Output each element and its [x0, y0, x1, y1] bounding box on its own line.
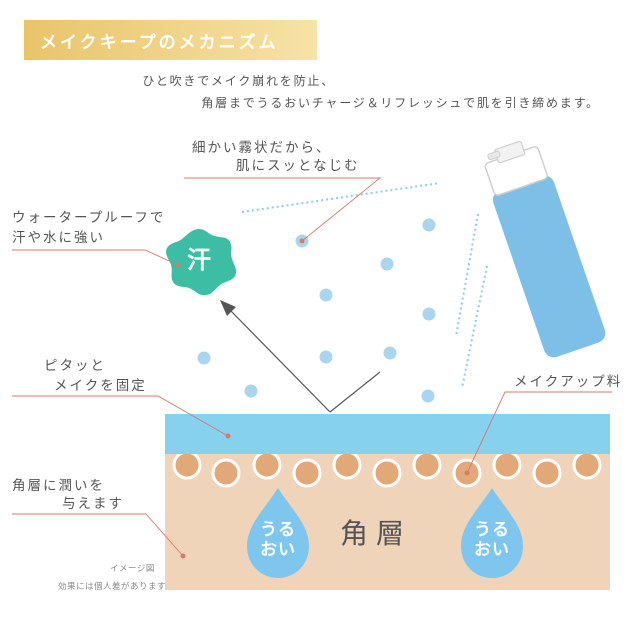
- mist-dot: [383, 346, 397, 360]
- callout-waterproof-line-1: ウォータープルーフで: [12, 210, 166, 226]
- leader-line-moisture: [12, 513, 184, 557]
- makeup-particle: [292, 458, 322, 488]
- spray-line: [241, 182, 441, 213]
- mist-dot: [422, 307, 436, 321]
- page-title: メイクキープのメカニズム: [40, 32, 279, 53]
- drop-label-right-line-1: うる: [474, 520, 510, 540]
- drop-label-left: うる おい: [248, 520, 308, 560]
- nozzle-tip: [487, 150, 501, 161]
- skin-layer-label: 角層: [340, 517, 413, 550]
- leader-line-waterproof: [12, 249, 179, 266]
- makeup-particle: [492, 450, 522, 480]
- moisture-drop-left: [247, 488, 309, 578]
- makeup-particle: [252, 450, 282, 480]
- callout-mist-line-1: 細かい霧状だから、: [192, 140, 332, 156]
- leader-line-fix: [12, 395, 229, 437]
- leader-dot: [299, 238, 305, 244]
- callout-makeup: メイクアップ料: [514, 374, 623, 390]
- callout-mist-line-2: 肌にスッとなじむ: [236, 158, 360, 174]
- makeup-particle: [332, 450, 362, 480]
- note-individual-results: 効果には個人差があります: [58, 582, 167, 592]
- moisture-drops: [247, 488, 523, 578]
- mist-dot: [422, 218, 436, 232]
- callout-moisture-line-2: 与えます: [62, 496, 124, 512]
- mist-dots: [197, 218, 436, 403]
- mist-dot: [380, 257, 394, 271]
- mist-dot: [197, 351, 211, 365]
- drop-label-left-line-1: うる: [260, 520, 296, 540]
- mist-dot: [244, 384, 258, 398]
- spray-line: [455, 213, 479, 337]
- makeup-particle: [412, 450, 442, 480]
- note-image-only: イメージ図: [110, 564, 155, 574]
- moisture-drop-right: [461, 488, 523, 578]
- spray-bottle: [484, 140, 606, 358]
- intro-line-2: 角層までうるおいチャージ＆リフレッシュで肌を引き締めます。: [201, 96, 600, 110]
- leader-dots: [175, 238, 470, 559]
- leader-line-makeup: [466, 391, 612, 474]
- film-layer: [165, 414, 610, 454]
- leader-dot: [464, 470, 470, 476]
- leader-dot: [175, 262, 181, 268]
- makeup-particle: [532, 458, 562, 488]
- callout-fix-line-2: メイクを固定: [54, 378, 147, 394]
- callout-waterproof-line-2: 汗や水に強い: [12, 230, 105, 246]
- drop-label-right: うる おい: [462, 520, 522, 560]
- leader-lines: [12, 177, 612, 557]
- sweat-badge: [166, 229, 237, 296]
- spray-lines: [241, 182, 488, 389]
- makeup-particles: [172, 450, 602, 488]
- title-banner: メイクキープのメカニズム: [24, 20, 317, 60]
- spray-line: [461, 265, 488, 389]
- mist-dot: [319, 350, 333, 364]
- repel-arrow: [220, 300, 381, 413]
- bottle-body: [492, 175, 606, 358]
- makeup-particle: [172, 450, 202, 480]
- drop-label-left-line-2: おい: [260, 540, 296, 560]
- callout-fix-line-1: ピタッと: [44, 358, 106, 374]
- leader-dot: [180, 553, 186, 559]
- leader-line-mist: [184, 177, 382, 242]
- sweat-badge-label: 汗: [187, 246, 211, 274]
- makeup-particle: [572, 450, 602, 480]
- drop-label-right-line-2: おい: [474, 540, 510, 560]
- callout-moisture-line-1: 角層に潤いを: [12, 478, 105, 494]
- makeup-particle: [211, 458, 241, 488]
- intro-line-1: ひと吹きでメイク崩れを防止、: [142, 74, 335, 88]
- mist-dot: [421, 389, 435, 403]
- mist-dot: [319, 288, 333, 302]
- leader-dot: [225, 433, 231, 439]
- makeup-particle: [372, 458, 402, 488]
